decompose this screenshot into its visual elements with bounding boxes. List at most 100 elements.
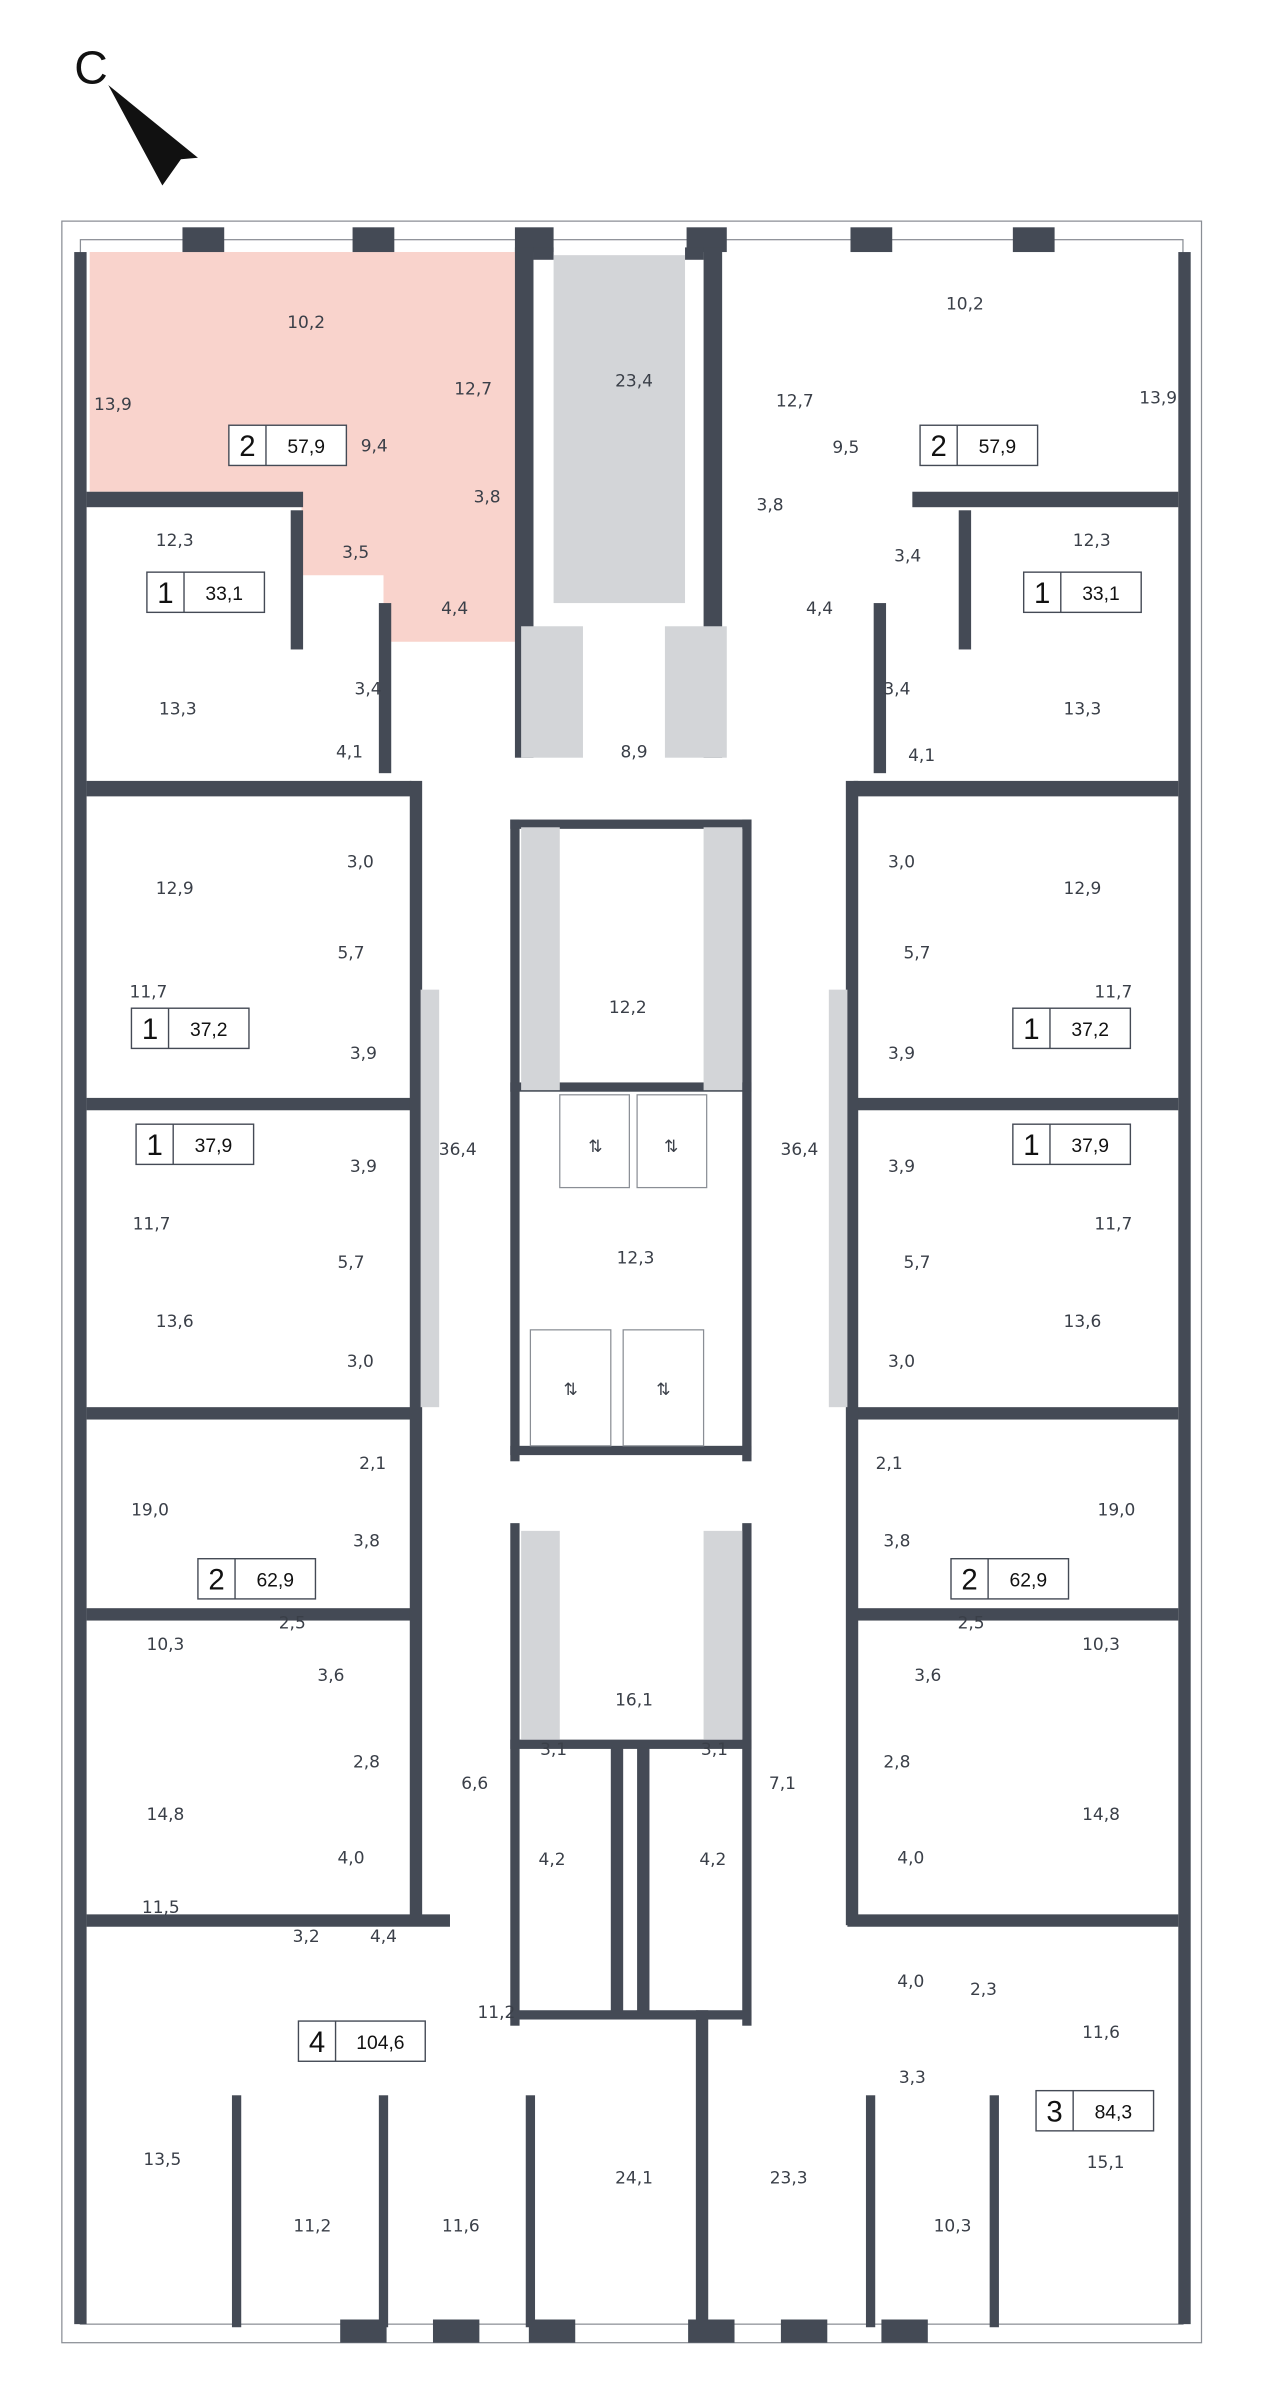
room-area-label: 4,0: [337, 1848, 364, 1868]
side-shaft: [420, 989, 440, 1408]
room-area-label: 13,9: [94, 395, 132, 415]
room-area-label: 11,6: [1082, 2023, 1120, 2043]
apartment-room-count: 1: [1023, 1129, 1039, 1162]
apartment-area: 37,2: [1071, 1020, 1109, 1041]
wall: [182, 227, 225, 253]
wall: [528, 2319, 576, 2343]
room-area-label: 11,2: [477, 2003, 515, 2023]
room-area-label: 3,2: [293, 1927, 320, 1947]
room-area-label: 5,7: [903, 1253, 930, 1273]
apartment-area: 37,2: [190, 1020, 228, 1041]
apartment-room-count: 4: [309, 2026, 325, 2059]
wall: [873, 603, 887, 774]
room-area-label: 36,4: [439, 1140, 477, 1160]
apartment-room-count: 1: [146, 1129, 162, 1162]
room-area-label: 2,8: [353, 1752, 380, 1772]
room-area-label: 15,1: [1087, 2153, 1125, 2173]
shaft: [664, 626, 727, 758]
room-area-label: 3,1: [540, 1740, 567, 1760]
room-area-label: 3,4: [355, 679, 382, 699]
room-area-label: 3,0: [888, 852, 915, 872]
wall: [86, 1608, 412, 1621]
north-arrow-icon: [108, 85, 198, 186]
room-area-label: 12,9: [1064, 879, 1102, 899]
elevator-icon: ⇅: [563, 1380, 577, 1400]
wall: [610, 1747, 624, 2014]
room-area-label: 9,5: [832, 438, 859, 458]
room-area-label: 6,6: [461, 1774, 488, 1794]
wall: [510, 1739, 752, 1749]
room-area-label: 11,7: [1094, 1214, 1132, 1234]
wall: [533, 247, 554, 260]
wall: [74, 252, 87, 2325]
apartment-room-count: 1: [1023, 1013, 1039, 1046]
wall: [86, 491, 304, 508]
room-area-label: 11,7: [133, 1214, 171, 1234]
wall: [409, 780, 423, 1926]
room-area-label: 19,0: [131, 1500, 169, 1520]
room-area-labels: 13,910,212,79,43,83,54,412,313,33,44,123…: [94, 294, 1177, 2236]
shaft-23-4: [553, 255, 686, 604]
room-area-label: 4,0: [897, 1972, 924, 1992]
room-area-label: 10,2: [287, 313, 325, 333]
room-area-label: 3,4: [894, 546, 921, 566]
apartment-room-count: 2: [930, 430, 946, 463]
elevator-icon: ⇅: [656, 1380, 670, 1400]
stair-side: [703, 1530, 743, 1740]
room-area-label: 2,1: [359, 1454, 386, 1474]
room-area-label: 3,0: [347, 852, 374, 872]
wall: [86, 1914, 450, 1927]
wall: [912, 491, 1179, 508]
room-area-label: 12,3: [1073, 531, 1111, 551]
room-area-label: 2,3: [970, 1980, 997, 2000]
apartment-room-count: 2: [239, 430, 255, 463]
shaft: [521, 626, 583, 758]
room-area-label: 4,4: [806, 599, 833, 619]
apartment-area: 37,9: [195, 1136, 233, 1157]
room-area-label: 3,9: [888, 1157, 915, 1177]
wall: [989, 2095, 999, 2328]
wall: [853, 1407, 1179, 1420]
wall: [432, 2319, 480, 2343]
wall: [510, 819, 520, 1462]
room-area-label: 5,7: [337, 1253, 364, 1273]
elevators: ⇅ ⇅ ⇅ ⇅: [529, 1094, 708, 1447]
apartment-room-count: 1: [157, 577, 173, 610]
room-area-label: 5,7: [903, 944, 930, 964]
room-area-label: 12,3: [617, 1248, 655, 1268]
room-area-label: 11,2: [293, 2216, 331, 2236]
room-area-label: 11,6: [442, 2216, 480, 2236]
room-area-label: 3,8: [474, 488, 501, 508]
room-area-label: 3,6: [914, 1666, 941, 1686]
apartment-area: 33,1: [205, 584, 243, 605]
room-area-label: 7,1: [769, 1774, 796, 1794]
room-area-label: 4,0: [897, 1848, 924, 1868]
room-area-label: 2,8: [883, 1752, 910, 1772]
wall: [695, 2010, 709, 2320]
room-area-label: 36,4: [781, 1140, 819, 1160]
wall: [378, 603, 392, 774]
apartment-area: 57,9: [287, 437, 325, 458]
wall: [685, 247, 704, 260]
apartment-area: 33,1: [1082, 584, 1120, 605]
wall: [510, 2010, 752, 2020]
wall: [525, 2095, 536, 2328]
room-area-label: 23,4: [615, 372, 653, 392]
room-area-label: 10,3: [147, 1635, 185, 1655]
room-area-label: 19,0: [1098, 1500, 1136, 1520]
apartment-room-count: 2: [208, 1564, 224, 1597]
